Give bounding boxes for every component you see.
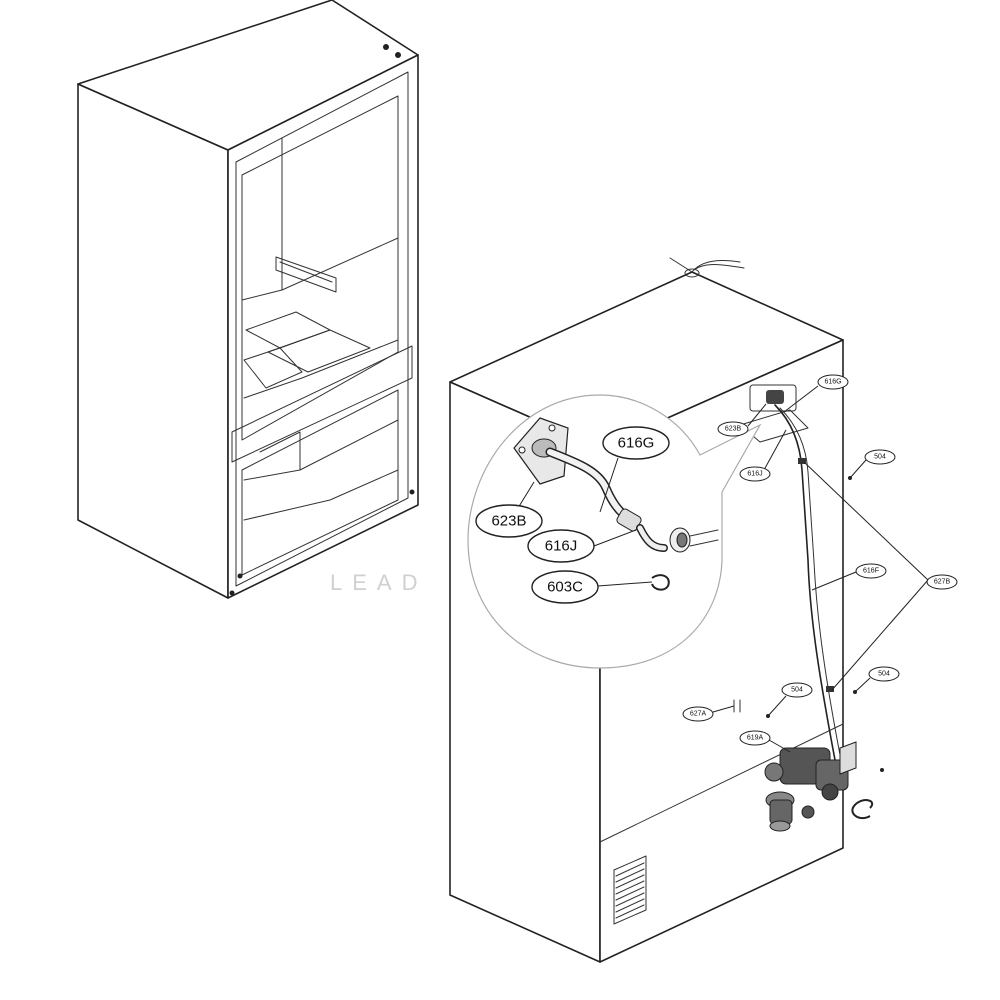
tube-clamp-icon [826, 686, 834, 692]
callout-623B-detail: 623B [475, 504, 543, 538]
screw-icon [409, 489, 415, 495]
tube-clamp-icon [798, 458, 806, 464]
water-tube-616F [774, 404, 836, 761]
svg-text:627B: 627B [934, 579, 951, 586]
svg-text:616G: 616G [824, 379, 841, 386]
svg-text:619A: 619A [747, 735, 764, 742]
callout-504-left: 504 [781, 682, 813, 698]
inlet-fitting-icon [766, 390, 784, 404]
cord-grommet-icon [684, 268, 700, 278]
screw-icon [383, 44, 389, 50]
cabinet-left-side [77, 83, 229, 599]
svg-text:603C: 603C [547, 579, 583, 596]
callout-623B: 623B [717, 421, 749, 437]
fresh-food-opening [241, 95, 399, 441]
floor-panel-front [243, 347, 303, 389]
svg-text:623B: 623B [725, 426, 742, 433]
svg-text:504: 504 [874, 454, 886, 461]
detail-callouts: 623B 616G 616J 603C [475, 426, 670, 604]
inner-bracket [275, 256, 337, 293]
machine-compartment-edge [599, 723, 844, 843]
detail-magnifier [467, 394, 762, 669]
svg-text:616F: 616F [863, 568, 879, 575]
screw-icon [237, 573, 243, 579]
water-valve-assembly [764, 741, 857, 832]
floor-panel-center [267, 329, 371, 373]
callout-504-right: 504 [868, 666, 900, 682]
screw-icon [395, 52, 401, 58]
screw-icon [880, 768, 884, 772]
detail-clip-ring-icon [651, 574, 670, 591]
watermark: LEAD [330, 570, 427, 595]
power-cord [669, 257, 745, 273]
svg-text:616J: 616J [545, 538, 578, 555]
callout-627A: 627A [682, 706, 714, 722]
clip-ring-icon [851, 799, 873, 820]
main-callouts: 623B 616G 616J 504 616F 627B [682, 374, 958, 753]
center-mullion [231, 345, 413, 463]
svg-text:504: 504 [878, 671, 890, 678]
freezer-opening [241, 389, 399, 576]
callout-616G-detail: 616G [602, 426, 670, 460]
callout-616G: 616G [817, 374, 849, 390]
callout-627B: 627B [926, 574, 958, 590]
callout-619A: 619A [739, 730, 771, 746]
vent-grille [613, 855, 647, 925]
fresh-food-back-line [241, 237, 399, 301]
refrigerator-cabinet-front [77, 0, 419, 599]
screw-icon [229, 590, 235, 596]
svg-text:623B: 623B [491, 513, 526, 530]
callout-616J: 616J [739, 466, 771, 482]
svg-text:504: 504 [791, 687, 803, 694]
svg-text:627A: 627A [690, 711, 707, 718]
svg-text:616G: 616G [618, 435, 655, 452]
inlet-bracket [749, 384, 797, 412]
svg-text:616J: 616J [747, 471, 762, 478]
callout-616J-detail: 616J [527, 529, 595, 563]
front-frame-inner-edge [235, 71, 409, 587]
callout-603C-detail: 603C [531, 570, 599, 604]
callout-616F: 616F [855, 563, 887, 579]
callout-504-upper: 504 [864, 449, 896, 465]
